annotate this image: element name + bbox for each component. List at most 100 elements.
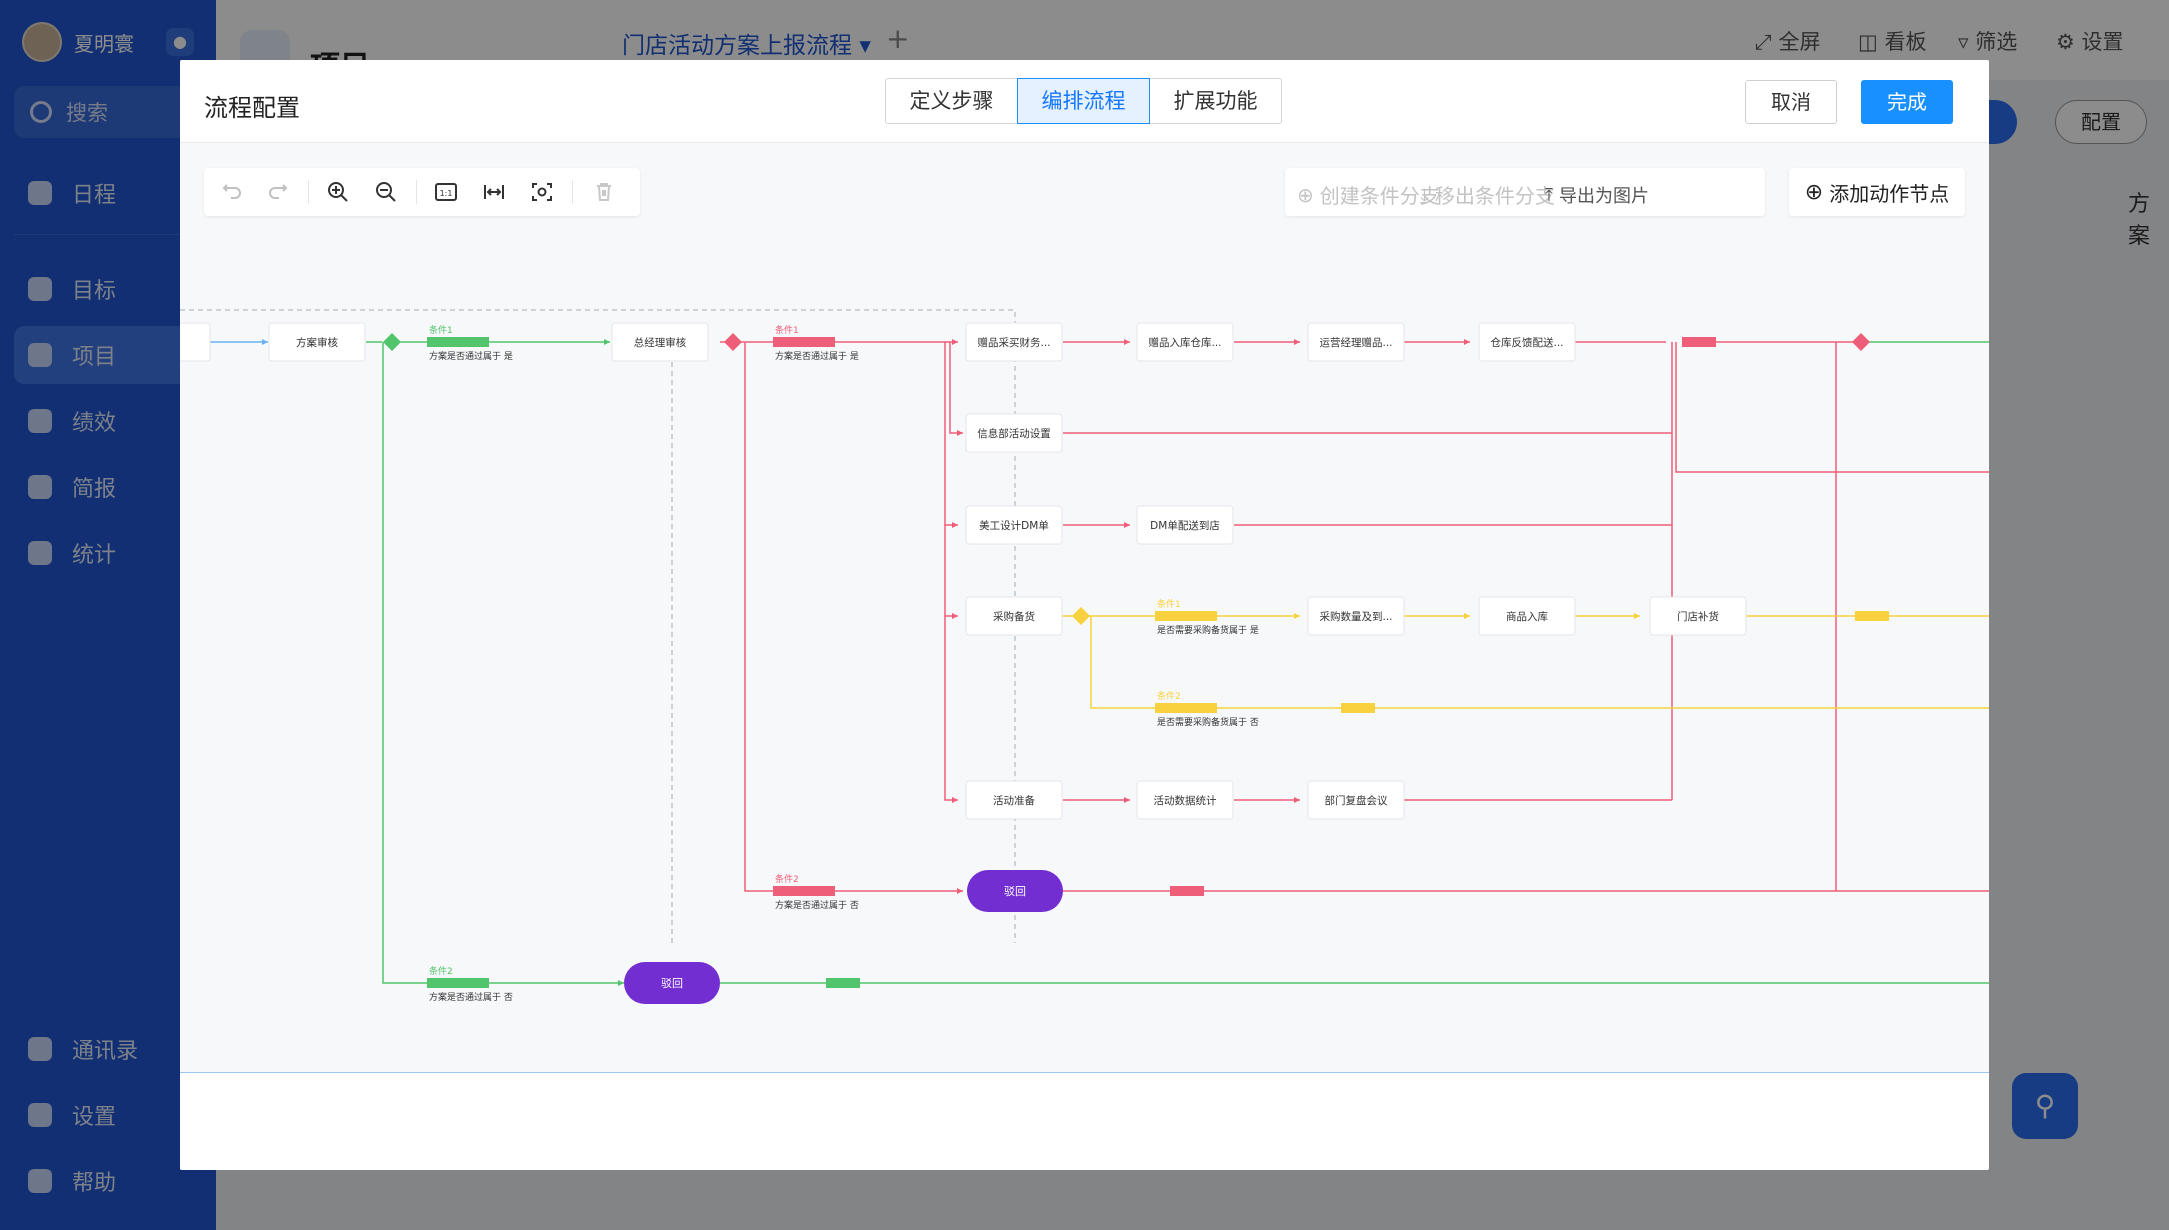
flow-node-box[interactable] [1136,780,1234,820]
tab-define-steps[interactable]: 定义步骤 [885,78,1018,124]
flow-node-box[interactable] [1307,322,1405,362]
gateway-diamond[interactable] [724,333,742,351]
sidebar-item-help[interactable]: 帮助 [14,1152,202,1210]
reject-node[interactable]: 驳回 [967,870,1063,912]
gateway-diamond[interactable] [1852,333,1870,351]
fullscreen-button[interactable]: ⤢ 全屏 [1755,30,1821,54]
tab-extensions[interactable]: 扩展功能 [1149,78,1282,124]
config-button[interactable]: 配置 [2055,100,2147,144]
condition-bar[interactable] [773,337,835,347]
user-profile[interactable]: 夏明寰 [22,22,134,62]
arrow-head [952,339,958,345]
flow-node-box[interactable] [1136,505,1234,545]
flow-node-box[interactable] [965,322,1063,362]
sidebar-item-projects[interactable]: 项目 [14,326,202,384]
flow-node-box[interactable] [965,413,1063,453]
lightbulb-icon[interactable]: ⚲ [2012,1073,2078,1139]
flow-node-box[interactable] [180,322,211,362]
sidebar-item-stats[interactable]: 统计 [14,524,202,582]
bell-icon[interactable]: ● [166,28,194,56]
flow-node-gift_stock[interactable]: 赠品入库仓库... [1136,322,1234,362]
merge-bar[interactable] [1855,611,1889,621]
tab-arrange-flow[interactable]: 编排流程 [1017,78,1150,124]
redo-icon[interactable] [260,168,296,216]
flow-node-n0[interactable]: 案 [180,322,211,362]
flow-node-box[interactable] [1649,596,1747,636]
flow-node-goods_stock[interactable]: 商品入库 [1478,596,1576,636]
reject-node-box[interactable] [624,962,720,1004]
flow-node-design_dm[interactable]: 美工设计DM单 [965,505,1063,545]
reject-node-box[interactable] [967,870,1063,912]
export-image-button[interactable]: ⤒ 导出为图片 [1545,182,1649,208]
delete-icon[interactable] [586,168,622,216]
condition-bar[interactable] [427,978,489,988]
flow-node-purchase_prep[interactable]: 采购备货 [965,596,1063,636]
gateway-diamond[interactable] [1072,607,1090,625]
gateway-diamond[interactable] [383,333,401,351]
tab-process[interactable]: 门店活动方案上报流程 ▾ [622,26,871,60]
merge-bar[interactable] [826,978,860,988]
reject-node[interactable]: 驳回 [624,962,720,1004]
add-action-node-button[interactable]: ⊕ 添加动作节点 [1789,168,1965,216]
remove-branch-button[interactable]: ⤓ 移出条件分支 [1420,180,1555,209]
sidebar-item-briefing[interactable]: 简报 [14,458,202,516]
done-button[interactable]: 完成 [1861,80,1953,124]
sidebar-item-schedule[interactable]: 日程 [14,164,202,222]
reject-node-label: 驳回 [1004,885,1026,898]
merge-bar[interactable] [1170,886,1204,896]
flow-node-box[interactable] [1307,596,1405,636]
condition-bar[interactable] [1155,703,1217,713]
condition-bar[interactable] [773,886,835,896]
flow-node-box[interactable] [1307,780,1405,820]
undo-icon[interactable] [214,168,250,216]
sidebar-item-performance[interactable]: 绩效 [14,392,202,450]
condition-bar[interactable] [1155,611,1217,621]
flow-node-store_restock[interactable]: 门店补货 [1649,596,1747,636]
filter-button[interactable]: ▿ 筛选 [1958,30,2018,54]
sidebar-item-contacts[interactable]: 通讯录 [14,1020,202,1078]
merge-bar[interactable] [1682,337,1716,347]
flow-node-box[interactable] [611,322,709,362]
merge-bar[interactable] [1341,703,1375,713]
flow-node-activity_stats[interactable]: 活动数据统计 [1136,780,1234,820]
flow-node-box[interactable] [1478,322,1576,362]
flow-node-box[interactable] [1136,322,1234,362]
add-tab-icon[interactable]: + [886,22,910,55]
zoom-in-icon[interactable] [320,168,356,216]
sidebar-item-settings[interactable]: 设置 [14,1086,202,1144]
fit-width-icon[interactable] [476,168,512,216]
sidebar-item-goals[interactable]: 目标 [14,260,202,318]
flow-node-plan_review[interactable]: 方案审核 [268,322,366,362]
actual-size-icon[interactable]: 1:1 [428,168,464,216]
flow-node-ops_gift[interactable]: 运营经理赠品... [1307,322,1405,362]
flow-node-box[interactable] [965,780,1063,820]
flow-node-it_setup[interactable]: 信息部活动设置 [965,413,1063,453]
flow-node-box[interactable] [965,505,1063,545]
flow-node-warehouse[interactable]: 仓库反馈配送... [1478,322,1576,362]
condition-bar[interactable] [427,337,489,347]
avatar[interactable] [22,22,62,62]
flow-node-gift_purchase[interactable]: 赠品采买财务... [965,322,1063,362]
flow-node-box[interactable] [268,322,366,362]
settings-button[interactable]: ⚙ 设置 [2056,30,2124,54]
flow-node-gm_review[interactable]: 总经理审核 [611,322,709,362]
zoom-out-icon[interactable] [368,168,404,216]
flow-node-activity_prep[interactable]: 活动准备 [965,780,1063,820]
flow-node-dm_delivery[interactable]: DM单配送到店 [1136,505,1234,545]
flow-node-review_meeting[interactable]: 部门复盘会议 [1307,780,1405,820]
board-button[interactable]: ◫ 看板 [1858,30,1927,54]
flow-node-box[interactable] [965,596,1063,636]
create-branch-button[interactable]: ⊕ 创建条件分支 [1297,180,1440,209]
cancel-button[interactable]: 取消 [1745,80,1837,124]
search-button[interactable]: 搜索 [14,86,202,138]
fit-view-icon[interactable] [524,168,560,216]
flow-node-box[interactable] [1478,596,1576,636]
flow-node-purchase_qty[interactable]: 采购数量及到... [1307,596,1405,636]
